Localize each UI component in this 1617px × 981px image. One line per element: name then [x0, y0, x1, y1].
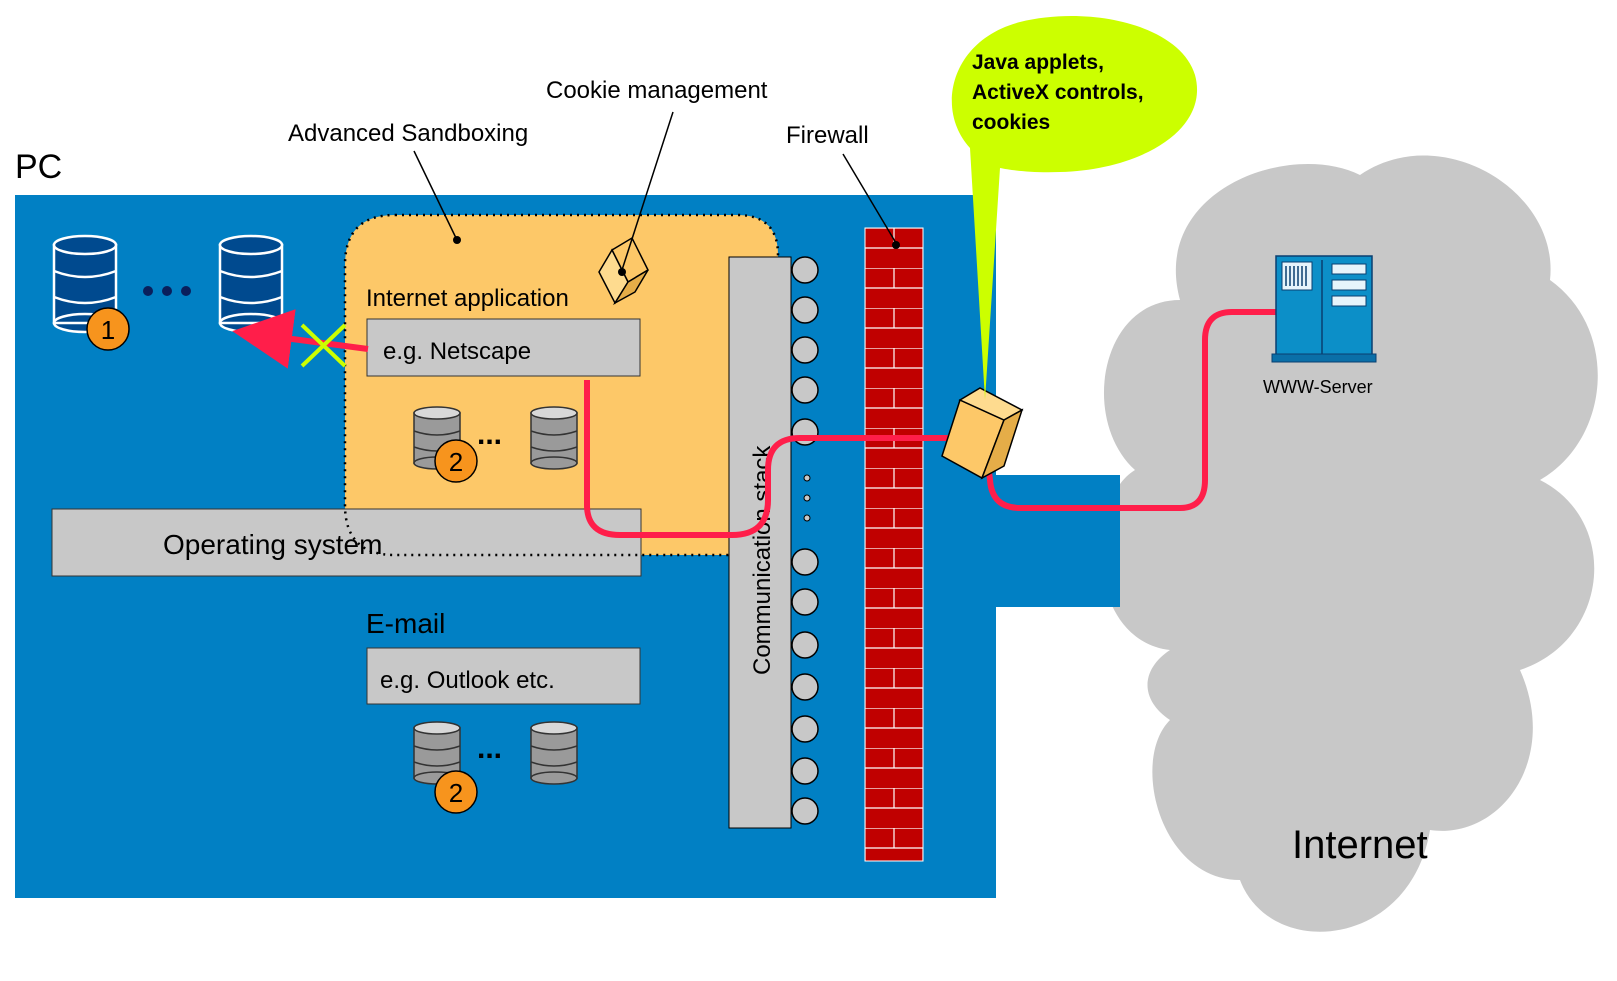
- outlook-label: e.g. Outlook etc.: [380, 667, 555, 694]
- firewall-pointer-dot: [892, 241, 900, 249]
- svg-text:2: 2: [449, 447, 463, 477]
- blocked-cross-icon: [300, 323, 347, 368]
- server-icon: [1271, 255, 1377, 363]
- email-label: E-mail: [366, 608, 445, 639]
- netscape-label: e.g. Netscape: [383, 338, 531, 365]
- internet-label: Internet: [1292, 823, 1428, 867]
- callout-line-2: ActiveX controls,: [972, 81, 1144, 104]
- netscape-box: [366, 318, 641, 377]
- cookie-management-pointer-dot: [618, 268, 626, 276]
- internet-cloud: [1101, 155, 1598, 932]
- advanced-sandboxing-label: Advanced Sandboxing: [288, 120, 528, 147]
- operating-system-label: Operating system: [163, 529, 382, 560]
- callout-line-1: Java applets,: [972, 51, 1104, 74]
- sandboxing-pointer-dot: [453, 236, 461, 244]
- internet-application-label: Internet application: [366, 285, 569, 312]
- badge-2: 2: [434, 439, 478, 483]
- brick-wall-icon: [864, 227, 924, 862]
- sandboxing-pointer: [413, 150, 457, 239]
- cookie-management-pointer: [621, 111, 674, 271]
- sandbox-area: [345, 215, 778, 555]
- badge-1: 1: [86, 307, 130, 351]
- outlook-box: [366, 647, 641, 705]
- ellipsis-dots: [143, 286, 191, 296]
- communication-stack: [728, 256, 792, 829]
- ellipsis-text: ...: [477, 732, 502, 765]
- badge-2: 2: [434, 770, 478, 814]
- port-dots: [803, 474, 811, 522]
- svg-text:2: 2: [449, 778, 463, 808]
- svg-text:1: 1: [101, 315, 115, 345]
- ellipsis-text: ...: [477, 418, 502, 451]
- cookie-box-icon: [598, 236, 649, 306]
- firewall-pointer: [842, 153, 897, 244]
- firewall-label: Firewall: [786, 122, 869, 149]
- callout-bubble: [951, 16, 1198, 400]
- database-icon: [530, 721, 578, 785]
- cookie-box-icon: [941, 387, 1024, 480]
- callout-line-3: cookies: [972, 111, 1050, 134]
- communication-stack-label: Communication stack: [749, 445, 776, 675]
- pc-label: PC: [15, 148, 62, 186]
- www-server-label: WWW-Server: [1263, 377, 1373, 397]
- database-icon: [530, 406, 578, 470]
- blocked-arrow: [232, 309, 369, 369]
- cookie-management-label: Cookie management: [546, 77, 768, 104]
- database-icon: [218, 234, 284, 334]
